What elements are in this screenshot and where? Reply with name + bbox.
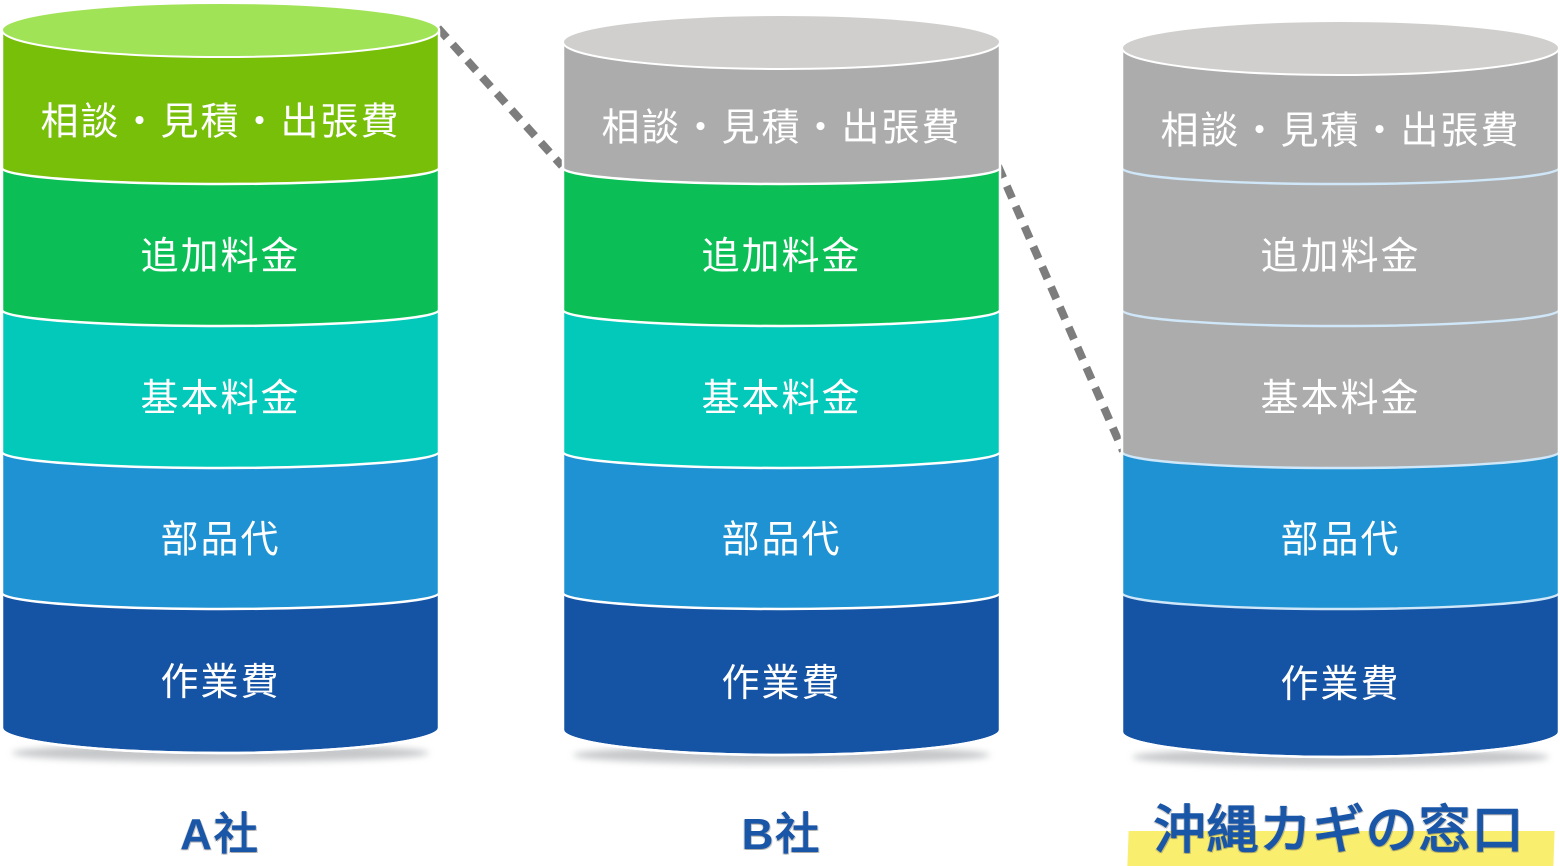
cylinder-segment <box>1122 593 1559 757</box>
segment-divider-line <box>1120 592 1560 611</box>
segment-divider-line <box>0 451 441 470</box>
cylinder-segment <box>2 30 439 184</box>
segment-divider-line <box>0 167 441 186</box>
segment-label: 相談・見積・出張費 <box>40 102 400 144</box>
cylinder-segment <box>563 310 1000 468</box>
segment-label: 追加料金 <box>140 236 300 278</box>
cylinder-segment <box>1122 48 1559 184</box>
segment-label: 部品代 <box>160 520 280 562</box>
segment-label: 作業費 <box>160 662 280 704</box>
segment-label: 追加料金 <box>1260 236 1420 278</box>
segment-divider-line <box>0 309 441 328</box>
segment-label: 基本料金 <box>701 378 861 420</box>
segment-label: 追加料金 <box>701 236 861 278</box>
segment-divider-line <box>0 592 441 611</box>
segment-label: 基本料金 <box>1260 378 1420 420</box>
cylinder-segment <box>1122 168 1559 326</box>
segment-label: 作業費 <box>721 663 841 705</box>
cylinder-segment <box>563 452 1000 609</box>
cylinder-segment <box>1122 452 1559 609</box>
cylinder-segment <box>1122 310 1559 468</box>
segment-divider-line <box>561 451 1002 470</box>
segment-divider-line <box>1120 451 1560 470</box>
segment-divider-line <box>1120 167 1560 186</box>
price-drop-connector <box>994 164 1127 453</box>
cylinder-top <box>562 14 1001 70</box>
segment-label: 相談・見積・出張費 <box>1160 111 1520 153</box>
segment-label: 部品代 <box>1280 520 1400 562</box>
segment-label: 基本料金 <box>140 378 300 420</box>
company-label-b: B社 <box>741 810 822 859</box>
segment-divider-line <box>561 592 1002 611</box>
cylinder-segment <box>2 593 439 753</box>
cylinder-segment <box>2 452 439 609</box>
segment-divider-line <box>561 167 1002 186</box>
cylinder-segment <box>2 168 439 326</box>
company-label-a: A社 <box>180 810 260 859</box>
cylinder-segment <box>563 168 1000 326</box>
price-drop-connector <box>435 25 565 169</box>
company-label-okinawa: 沖縄カギの窓口 <box>1153 802 1525 860</box>
segment-divider-line <box>1120 309 1560 328</box>
cylinder-segment <box>2 310 439 468</box>
segment-label: 相談・見積・出張費 <box>601 108 961 150</box>
segment-label: 部品代 <box>721 520 841 562</box>
segment-label: 作業費 <box>1280 664 1400 706</box>
cylinder-segment <box>563 593 1000 755</box>
cylinder-segment <box>563 42 1000 184</box>
cylinder-top <box>1 2 440 58</box>
segment-divider-line <box>561 309 1002 328</box>
cylinder-top <box>1121 20 1560 76</box>
